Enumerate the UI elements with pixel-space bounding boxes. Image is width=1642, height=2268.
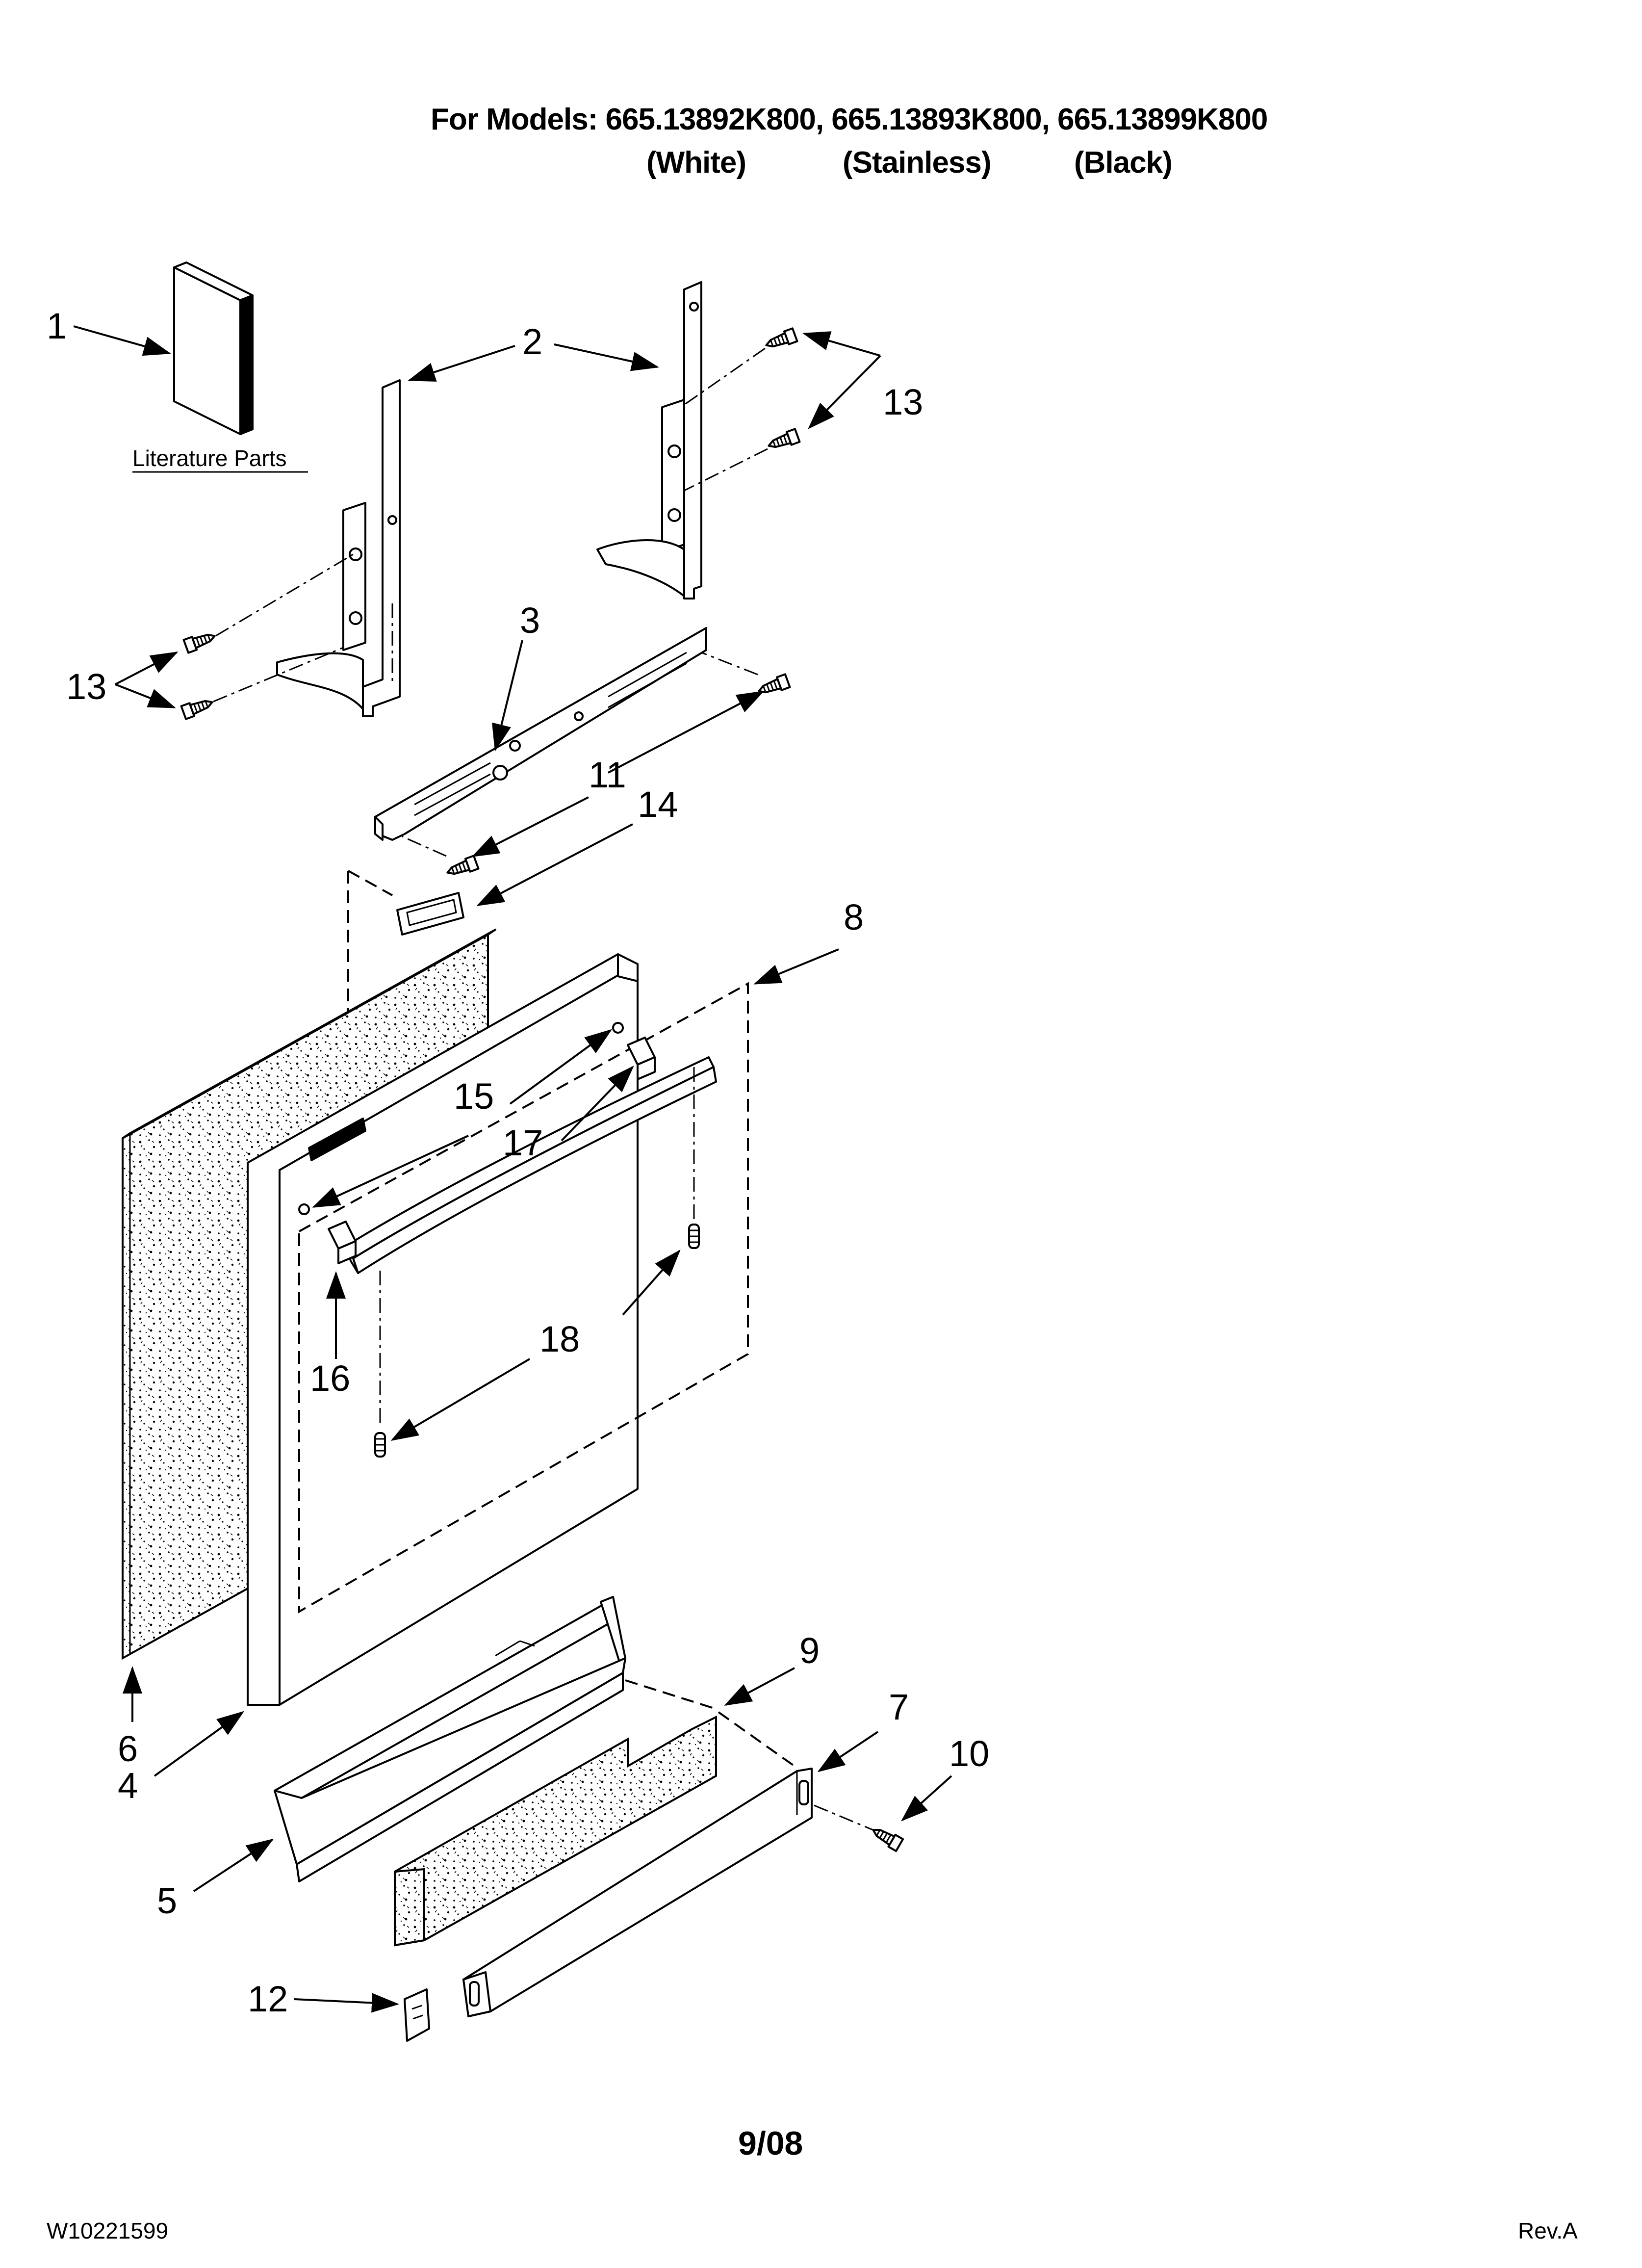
lower-access-panel	[274, 1596, 626, 1882]
screw-13-lower-left-a	[182, 628, 218, 654]
toe-panel-screw	[869, 1823, 904, 1852]
left-mounting-bracket	[276, 379, 401, 717]
callout-13-upper: 13	[883, 382, 923, 422]
callout-16: 16	[310, 1358, 350, 1399]
callout-18: 18	[539, 1319, 580, 1359]
leader-13-lower-a	[115, 652, 179, 685]
right-mounting-bracket	[596, 281, 702, 600]
leader-5	[193, 1838, 274, 1892]
callout-11: 11	[589, 755, 626, 795]
toe-panel	[462, 1768, 813, 2017]
document-number: W10221599	[47, 2218, 169, 2243]
leader-1	[73, 325, 171, 356]
leader-2-right	[554, 343, 659, 371]
leader-2-left	[408, 345, 515, 382]
leader-18-left	[390, 1358, 531, 1441]
handle-pin-left	[374, 1432, 386, 1458]
screw-13-upper-right-b	[765, 428, 801, 453]
leader-13-lower-b	[115, 683, 176, 708]
callout-5: 5	[157, 1880, 177, 1921]
callout-9: 9	[799, 1630, 820, 1671]
revision-date: 9/08	[738, 2125, 803, 2162]
finish-black-label: (Black)	[1074, 146, 1173, 180]
toe-panel-clip	[404, 1988, 430, 2042]
screw-11-left	[444, 855, 480, 880]
callout-7: 7	[889, 1687, 909, 1727]
literature-parts-book	[173, 261, 254, 435]
models-heading: For Models: 665.13892K800, 665.13893K800…	[431, 103, 1268, 136]
top-door-bracket	[374, 627, 707, 841]
leader-11-left	[471, 796, 589, 857]
callout-17: 17	[503, 1122, 543, 1163]
handle-pin-right	[688, 1224, 700, 1249]
door-handle	[345, 1056, 717, 1274]
leader-17	[561, 1066, 634, 1142]
screw-13-upper-right-a	[763, 327, 798, 353]
callout-13-lower: 13	[66, 666, 106, 707]
finish-white-label: (White)	[646, 146, 746, 180]
leader-15-right	[509, 1029, 613, 1105]
leader-14	[476, 823, 633, 906]
screw-11-right	[755, 673, 791, 699]
callout-10: 10	[949, 1733, 989, 1774]
callout-6: 6	[118, 1728, 138, 1769]
leader-15-left	[312, 1135, 469, 1208]
callout-4: 4	[118, 1765, 138, 1806]
leader-11-right	[608, 691, 765, 774]
screw-13-lower-left-b	[180, 695, 216, 720]
handle-mount-left	[328, 1221, 357, 1264]
revision-label: Rev.A	[1518, 2218, 1578, 2243]
callout-8: 8	[844, 897, 864, 938]
leader-3	[492, 640, 523, 752]
callout-12: 12	[248, 1979, 288, 2019]
leader-8	[753, 948, 839, 985]
callout-1: 1	[47, 306, 67, 346]
callout-14: 14	[638, 784, 678, 825]
leader-13-upper-b	[808, 355, 881, 429]
leader-18-right	[622, 1250, 681, 1316]
literature-parts-label: Literature Parts	[132, 445, 286, 471]
leader-12	[294, 1993, 399, 2013]
handle-screw-right	[612, 1022, 624, 1034]
callout-15: 15	[454, 1076, 494, 1117]
leader-4	[154, 1711, 245, 1777]
callout-3: 3	[520, 600, 540, 641]
leader-13-upper-a	[802, 331, 881, 357]
leader-10	[901, 1775, 952, 1822]
handle-screw-left	[298, 1203, 310, 1215]
handle-kit-outline	[298, 982, 749, 1614]
handle-mount-right	[627, 1037, 656, 1080]
finish-stainless-label: (Stainless)	[843, 146, 992, 180]
latch-cover	[396, 892, 464, 936]
callout-2: 2	[522, 321, 542, 362]
toe-panel-insulation	[394, 1715, 717, 1947]
leader-9	[724, 1667, 795, 1706]
leader-7	[817, 1731, 879, 1773]
